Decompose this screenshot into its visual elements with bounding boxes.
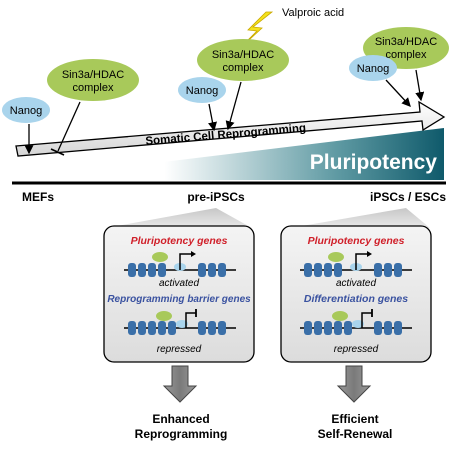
valproic-acid-label: Valproic acid	[282, 7, 344, 19]
nanog-activation-arrow-middle	[208, 103, 217, 132]
nanog-right	[349, 55, 397, 81]
down-arrow-left	[162, 365, 198, 403]
pluripotency-wedge	[14, 128, 444, 180]
nanog-label: Nanog	[357, 63, 389, 75]
sin3a-hdac-complex-left	[47, 59, 139, 101]
down-arrow-right	[336, 365, 372, 403]
chromatin-repressed-left	[124, 309, 236, 335]
complex-label: complex	[386, 49, 427, 61]
nanog-activation-arrow-right	[385, 79, 411, 107]
sin3a-hdac-label: Sin3a/HDAC	[375, 36, 437, 48]
sin3a-hdac-label: Sin3a/HDAC	[212, 49, 274, 61]
stage-pre-ipscs: pre-iPSCs	[187, 190, 245, 204]
sin3a-hdac-complex-middle	[197, 39, 289, 81]
pre-ipscs-funnel	[106, 208, 252, 228]
ipscs-chromatin-panel: Pluripotency genes activated Differentia…	[280, 225, 432, 363]
activated-label: activated	[159, 278, 199, 289]
efficient-label: Efficient	[331, 412, 378, 426]
differentiation-genes-label: Differentiation genes	[304, 293, 408, 305]
ipscs-funnel	[290, 208, 430, 228]
chromatin-active-right	[300, 251, 412, 277]
activated-label: activated	[336, 278, 376, 289]
sin3a-inhibition-line-left	[57, 101, 81, 152]
nanog-label: Nanog	[10, 105, 42, 117]
pluripotency-genes-label: Pluripotency genes	[131, 235, 228, 247]
sin3a-hdac-label: Sin3a/HDAC	[62, 69, 124, 81]
inhibition-bar-left	[50, 148, 65, 156]
sin3a-activation-arrow-right	[415, 69, 425, 102]
nanog-label: Nanog	[186, 85, 218, 97]
somatic-reprogramming-label: Somatic Cell Reprogramming	[145, 122, 306, 147]
pluripotency-label: Pluripotency	[310, 151, 438, 174]
stage-ipscs-escs: iPSCs / ESCs	[370, 190, 446, 204]
chromatin-repressed-right	[300, 309, 412, 335]
reprogramming-barrier-genes-label: Reprogramming barrier genes	[107, 294, 251, 305]
repressed-label: repressed	[157, 344, 202, 355]
complex-label: complex	[223, 62, 264, 74]
complex-label: complex	[73, 82, 114, 94]
pre-ipscs-chromatin-panel: Pluripotency genes activated Reprogrammi…	[103, 225, 255, 363]
enhanced-label: Enhanced	[152, 412, 209, 426]
self-renewal-label: Self-Renewal	[318, 427, 393, 441]
nanog-middle	[178, 77, 226, 103]
repressed-label: repressed	[334, 344, 379, 355]
pluripotency-genes-label: Pluripotency genes	[308, 235, 405, 247]
sin3a-activation-arrow-middle	[225, 81, 242, 131]
chromatin-active-left	[124, 251, 236, 277]
nanog-left	[2, 97, 50, 123]
stage-mefs: MEFs	[22, 190, 54, 204]
reprogramming-outcome-label: Reprogramming	[135, 427, 228, 441]
